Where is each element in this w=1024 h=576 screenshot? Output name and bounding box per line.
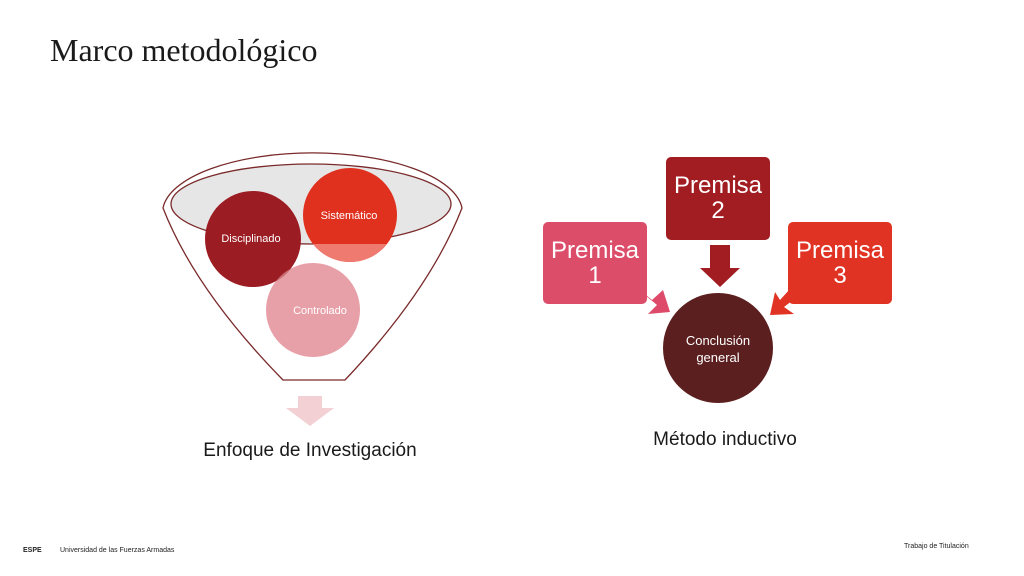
arrow-premise1-to-conclusion: [640, 290, 670, 314]
slide-title: Marco metodológico: [50, 32, 318, 68]
premise-3-box: [788, 222, 892, 304]
premise-1-box: [543, 222, 647, 304]
label-controlado: Controlado: [293, 305, 347, 317]
premise-2-line2: 2: [711, 197, 724, 224]
conclusion-line1: Conclusión: [686, 333, 750, 348]
circle-controlado: [266, 263, 360, 357]
footer-org: ESPE: [23, 547, 42, 554]
arrow-premise2-to-conclusion: [700, 245, 740, 287]
inductive-caption: Método inductivo: [653, 429, 797, 450]
premise-2-box: [666, 157, 770, 240]
conclusion-circle: [663, 293, 773, 403]
label-disciplinado: Disciplinado: [221, 233, 280, 245]
circle-sistematico: [303, 168, 397, 262]
funnel-diagram: Disciplinado Sistemático Controlado: [162, 152, 463, 426]
premise-1-line1: Premisa: [551, 237, 640, 264]
conclusion-line2: general: [696, 350, 739, 365]
funnel-caption: Enfoque de Investigación: [203, 440, 417, 461]
premise-3-line2: 3: [833, 262, 846, 289]
label-sistematico: Sistemático: [321, 210, 378, 222]
premise-3-line1: Premisa: [796, 237, 885, 264]
premise-1-line2: 1: [588, 262, 601, 289]
premise-2-line1: Premisa: [674, 172, 763, 199]
footer-right-text: Trabajo de Titulación: [904, 543, 969, 550]
inductive-diagram: Conclusión general Premisa 1 Premisa 2 P…: [543, 157, 892, 403]
footer-university: Universidad de las Fuerzas Armadas: [60, 547, 175, 554]
circle-disciplinado: [205, 191, 301, 287]
funnel-down-arrow: [286, 396, 334, 426]
